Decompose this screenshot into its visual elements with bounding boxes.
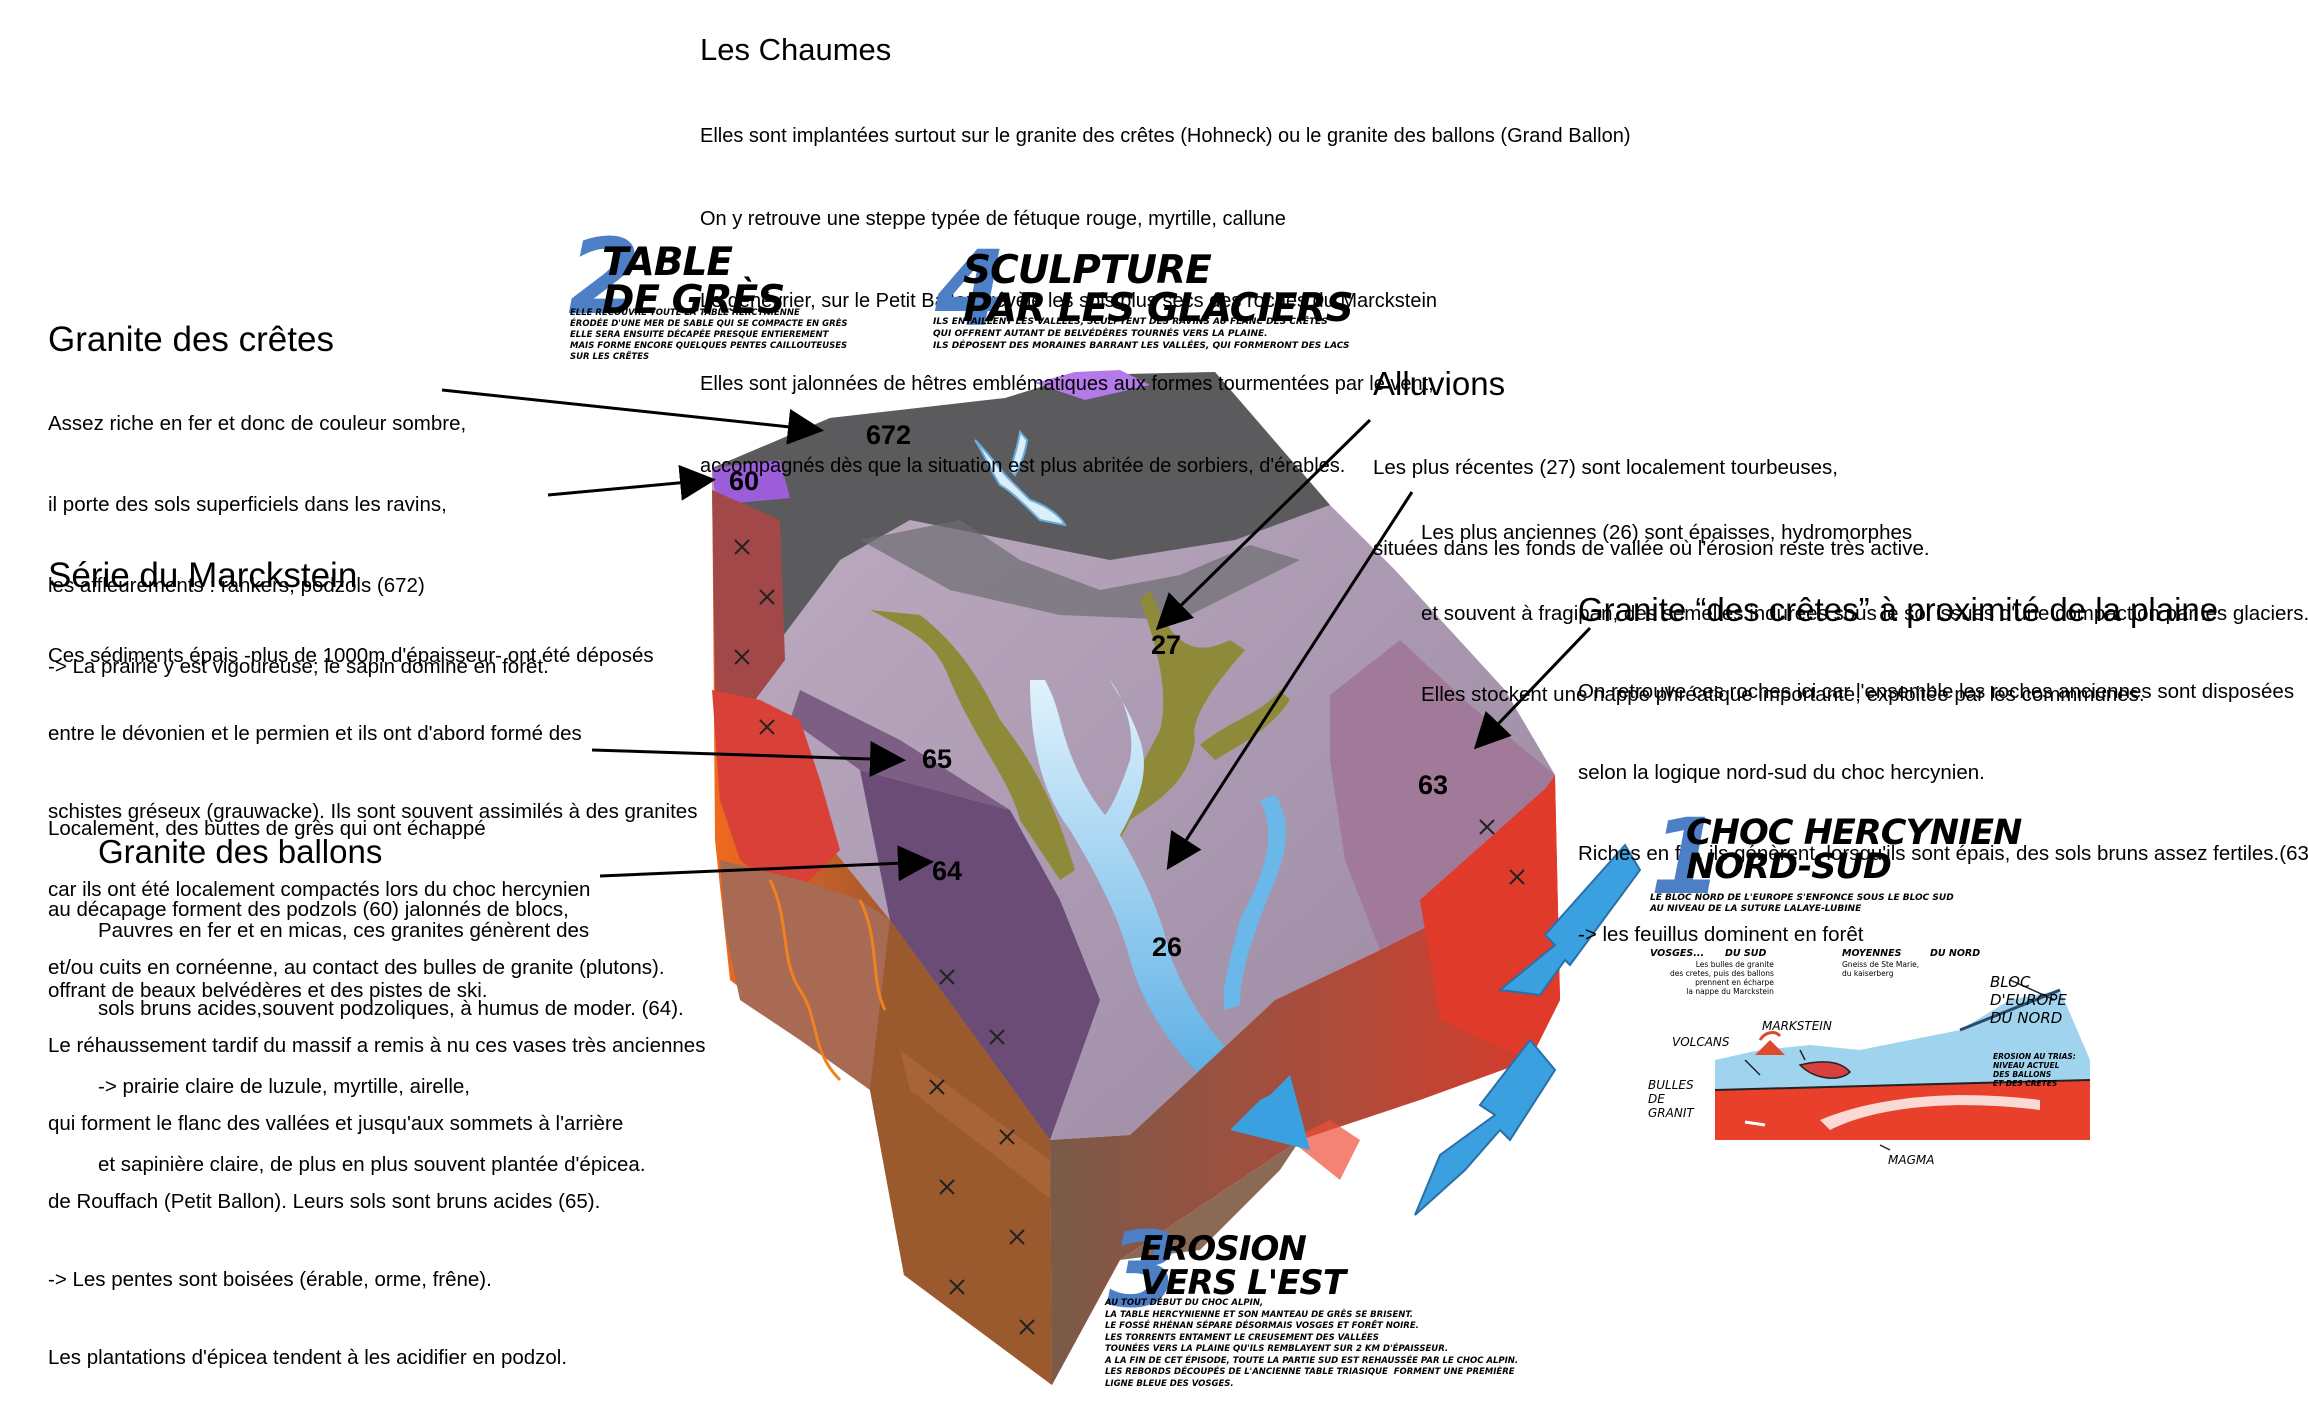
granite-cretes-title: Granite des crêtes [48,320,334,359]
text-line: On retrouve ces roches ici car l'ensembl… [1578,680,2295,703]
zone-63 [1330,640,1555,950]
text-line: offrant de beaux belvédères et des piste… [48,979,488,1002]
step3-title: EROSION VERS L'EST [1140,1229,1346,1303]
plaine-title: Granite “des crêtes” à proximité de la p… [1578,591,2219,628]
inset-sud: DU SUD [1725,948,1767,959]
chaumes-line: Elles sont jalonnées de hêtres emblémati… [700,372,1434,395]
chaumes-line: Elles sont implantées surtout sur le gra… [700,125,1631,147]
inset-diagram [1714,979,2091,1151]
granite-cretes-text: Assez riche en fer et donc de couleur so… [48,356,569,1031]
chaumes-line: Le genévrier, sur le Petit Ballon, révèl… [700,290,1438,312]
step1-number: 1 [1650,796,1723,918]
ballons-text: Pauvres en fer et en micas, ces granites… [98,866,684,1204]
step3-number: 3 [1107,1209,1180,1331]
alluvions-recent-text: Les plus récentes (27) sont localement t… [1373,400,1930,589]
inset-vosges: VOSGES... [1650,948,1705,959]
text-line: -> prairie claire de luzule, myrtille, a… [98,1075,470,1098]
inset-bloc: BLOC D'EUROPE DU NORD [1990,973,2067,1027]
text-line: -> La prairie y est vigoureuse; le sapin… [48,655,549,678]
text-line: Les plus anciennes (26) sont épaisses, h… [1421,521,1913,544]
text-line: Riches en fer, ils génèrent, lorsqu'ils … [1578,842,2308,865]
marckstein-title: Série du Marckstein [48,556,358,595]
zone-label-64: 64 [932,856,963,886]
arrow-hercynian [1497,843,1642,997]
step4-title: SCULPTURE PAR LES GLACIERS [963,248,1354,331]
text-line: Elles stockent une nappe phréatique impo… [1421,683,2145,706]
inset-sud-desc: Les bulles de granite des cretes, puis d… [1670,960,1774,996]
chaumes-line: On y retrouve une steppe typée de fétuqu… [700,207,1286,230]
text-line: et sapinière claire, de plus en plus sou… [98,1153,646,1176]
cross-hatching [734,539,1525,1335]
inset-markstein: MARKSTEIN [1762,1019,1832,1033]
zone-label-63: 63 [1418,770,1449,800]
chaumes-title: Les Chaumes [700,32,892,67]
zone-label-672: 672 [866,420,912,450]
zone-label-27: 27 [1151,630,1182,660]
inset-nord: DU NORD [1930,948,1981,959]
text-line: Assez riche en fer et donc de couleur so… [48,412,467,435]
text-line: il porte des sols superficiels dans les … [48,493,447,516]
zone-60 [712,460,790,505]
chaumes-line: accompagnés dès que la situation est plu… [700,455,1346,477]
text-line: Ces sédiments épais -plus de 1000m d'épa… [48,644,654,667]
step2-number: 2 [568,216,641,338]
text-line: car ils ont été localement compactés lor… [48,878,591,901]
text-line: et/ou cuits en cornéenne, au contact des… [48,956,665,979]
step3-caption: AU TOUT DÉBUT DU CHOC ALPIN, LA TABLE HE… [1105,1298,1519,1389]
zone-label-65: 65 [922,744,953,774]
glacier-icon [974,429,1067,527]
step4-caption: ILS ENTAILLENT LES VALLÉES, SCULPTENT DE… [933,317,1350,351]
text-line: qui forment le flanc des vallées et jusq… [48,1112,624,1135]
text-line: schistes gréseux (grauwacke). Ils sont s… [48,800,698,823]
inset-erosion: EROSION AU TRIAS: NIVEAU ACTUEL DES BALL… [1993,1052,2076,1088]
inset-moyennes: MOYENNES [1842,948,1902,959]
text-line: selon la logique nord-sud du choc hercyn… [1578,761,1985,784]
step2-caption: ELLE RECOUVRE TOUTE LA TABLE HERCYNIENNE… [570,308,848,362]
zone-label-26: 26 [1152,932,1183,962]
text-line: situées dans les fonds de vallée où l'ér… [1373,537,1930,560]
alluvions-title: Alluvions [1373,365,1506,402]
text-line: -> les feuillus dominent en forêt [1578,923,1864,946]
alluvions-old-text: Les plus anciennes (26) sont épaisses, h… [1421,465,2308,735]
plaine-text: On retrouve ces roches ici car l'ensembl… [1578,624,2308,975]
zone-672 [712,372,1330,640]
text-line: les affleurements : rankers, podzols (67… [48,574,425,597]
text-line: Les plus récentes (27) sont localement t… [1373,456,1838,479]
arrow-river [1230,1075,1310,1150]
ballons-title: Granite des ballons [98,833,383,870]
step1-caption: LE BLOC NORD DE L'EUROPE S'ENFONCE SOUS … [1650,893,1954,914]
step1-title: CHOC HERCYNIEN NORD-SUD [1686,813,2022,887]
inset-bulles: BULLES DE GRANIT [1648,1078,1694,1120]
text-line: sols bruns acides,souvent podzoliques, à… [98,997,684,1020]
text-line: et souvent à fragipan, des semelles indu… [1421,602,2308,625]
inset-moy-desc: Gneiss de Ste Marie, du kaiserberg [1842,960,1920,978]
text-line: Localement, des buttes de grès qui ont é… [48,817,486,840]
pointer-lines [441,388,1592,882]
text-line: Le réhaussement tardif du massif a remis… [48,1034,706,1057]
text-line: de Rouffach (Petit Ballon). Leurs sols s… [48,1190,601,1213]
alluvions-27 [870,610,1075,880]
chaumes-text: Elles sont implantées surtout sur le gra… [700,68,1630,508]
text-line: Les plantations d'épicea tendent à les a… [48,1346,568,1369]
text-line: entre le dévonien et le permien et ils o… [48,722,582,745]
text-line: -> Les pentes sont boisées (érable, orme… [48,1268,492,1291]
zone-label-60: 60 [729,466,760,496]
marckstein-text: Ces sédiments épais -plus de 1000m d'épa… [48,591,705,1397]
step2-title: TABLE DE GRÈS [602,240,785,323]
text-line: au décapage forment des podzols (60) jal… [48,898,569,921]
text-line: Pauvres en fer et en micas, ces granites… [98,919,590,942]
arrow-erosion [1414,1038,1557,1216]
step4-number: 4 [935,228,1008,350]
inset-volcans: VOLCANS [1672,1035,1730,1049]
inset-magma: MAGMA [1888,1153,1935,1167]
